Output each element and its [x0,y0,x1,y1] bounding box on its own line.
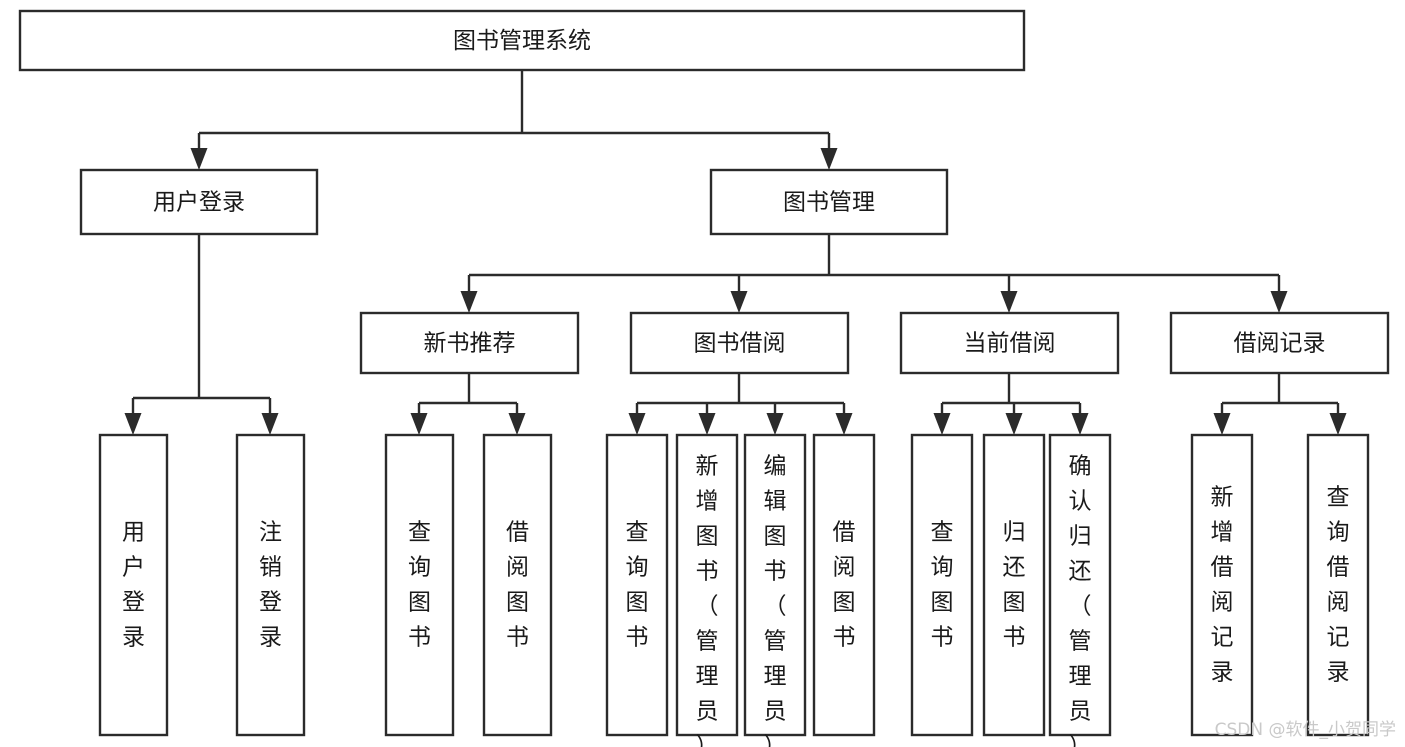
node-label-root: 图书管理系统 [453,28,591,54]
arrowhead-book-borrow-to-leaves-1 [698,413,716,435]
node-leaf-add-book[interactable]: 新增图书（管理员） [675,433,739,747]
arrowhead-current-borrow-to-leaves-1 [1005,413,1023,435]
connector-current-borrow-to-leaves [933,373,1089,435]
arrowhead-current-borrow-to-leaves-2 [1071,413,1089,435]
arrowhead-book-manage-to-level2-3 [1270,291,1288,313]
node-box-current-borrow[interactable] [899,311,1120,375]
node-user-login[interactable]: 用户登录 [79,168,319,236]
node-label-current-borrow: 当前借阅 [964,331,1056,357]
arrowhead-root-to-level1-0 [190,148,208,170]
node-label-leaf-logout: 注销登录 [259,519,282,650]
node-leaf-query-record[interactable]: 查询借阅记录 [1306,433,1370,737]
arrowhead-user-login-to-leaves-1 [261,413,279,435]
node-label-leaf-add-record: 新增借阅记录 [1211,484,1234,685]
node-current-borrow[interactable]: 当前借阅 [899,311,1120,375]
node-layer: 图书管理系统用户登录图书管理新书推荐图书借阅当前借阅借阅记录用户登录注销登录查询… [18,9,1390,747]
node-box-leaf-borrow-book-2[interactable] [812,433,876,737]
node-box-leaf-confirm-return[interactable] [1048,433,1112,737]
node-box-leaf-query-record[interactable] [1306,433,1370,737]
arrowhead-book-borrow-to-leaves-2 [766,413,784,435]
connector-book-manage-to-level2 [460,234,1288,313]
node-leaf-borrow-book-1[interactable]: 借阅图书 [482,433,553,737]
node-box-leaf-query-book-1[interactable] [384,433,455,737]
arrowhead-book-manage-to-level2-2 [1000,291,1018,313]
node-label-new-book-rec: 新书推荐 [424,331,516,357]
connector-layer [124,70,1347,435]
connector-new-book-rec-to-leaves [410,373,526,435]
node-box-leaf-borrow-book-1[interactable] [482,433,553,737]
arrowhead-root-to-level1-1 [820,148,838,170]
node-box-book-manage[interactable] [709,168,949,236]
node-box-leaf-edit-book[interactable] [743,433,807,737]
node-root[interactable]: 图书管理系统 [18,9,1026,72]
node-leaf-add-record[interactable]: 新增借阅记录 [1190,433,1254,737]
node-book-manage[interactable]: 图书管理 [709,168,949,236]
node-label-leaf-confirm-return: 确认归还（管理员） [1069,453,1092,747]
node-label-leaf-query-book-1: 查询图书 [408,519,431,650]
node-box-leaf-add-book[interactable] [675,433,739,737]
node-box-new-book-rec[interactable] [359,311,580,375]
connector-user-login-to-leaves [124,234,279,435]
node-leaf-borrow-book-2[interactable]: 借阅图书 [812,433,876,737]
node-box-user-login[interactable] [79,168,319,236]
node-leaf-query-book-3[interactable]: 查询图书 [910,433,974,737]
node-label-book-manage: 图书管理 [783,190,875,216]
arrowhead-current-borrow-to-leaves-0 [933,413,951,435]
watermark-label: CSDN @软件_小贺同学 [1215,720,1396,740]
node-label-leaf-add-book: 新增图书（管理员） [696,453,719,747]
node-leaf-edit-book[interactable]: 编辑图书（管理员） [743,433,807,747]
connector-borrow-record-to-leaves [1213,373,1347,435]
node-label-leaf-query-book-2: 查询图书 [626,519,649,650]
node-label-leaf-borrow-book-1: 借阅图书 [506,519,529,650]
node-leaf-query-book-2[interactable]: 查询图书 [605,433,669,737]
arrowhead-user-login-to-leaves-0 [124,413,142,435]
node-leaf-query-book-1[interactable]: 查询图书 [384,433,455,737]
node-box-leaf-query-book-2[interactable] [605,433,669,737]
arrowhead-borrow-record-to-leaves-1 [1329,413,1347,435]
node-box-leaf-logout[interactable] [235,433,306,737]
node-label-leaf-query-record: 查询借阅记录 [1327,484,1350,685]
node-box-leaf-user-login[interactable] [98,433,169,737]
node-new-book-rec[interactable]: 新书推荐 [359,311,580,375]
connector-root-to-level1 [190,70,838,170]
node-box-book-borrow[interactable] [629,311,850,375]
node-label-leaf-return-book: 归还图书 [1003,519,1026,650]
node-leaf-logout[interactable]: 注销登录 [235,433,306,737]
node-box-leaf-add-record[interactable] [1190,433,1254,737]
node-leaf-user-login[interactable]: 用户登录 [98,433,169,737]
node-book-borrow[interactable]: 图书借阅 [629,311,850,375]
node-box-borrow-record[interactable] [1169,311,1390,375]
node-label-leaf-user-login: 用户登录 [122,519,145,650]
node-label-user-login: 用户登录 [153,190,245,216]
arrowhead-new-book-rec-to-leaves-1 [508,413,526,435]
node-borrow-record[interactable]: 借阅记录 [1169,311,1390,375]
node-box-leaf-return-book[interactable] [982,433,1046,737]
node-leaf-confirm-return[interactable]: 确认归还（管理员） [1048,433,1112,747]
node-label-leaf-edit-book: 编辑图书（管理员） [764,453,787,747]
arrowhead-book-manage-to-level2-1 [730,291,748,313]
node-box-leaf-query-book-3[interactable] [910,433,974,737]
arrowhead-book-borrow-to-leaves-0 [628,413,646,435]
node-label-leaf-query-book-3: 查询图书 [931,519,954,650]
arrowhead-book-borrow-to-leaves-3 [835,413,853,435]
connector-book-borrow-to-leaves [628,373,853,435]
arrowhead-new-book-rec-to-leaves-0 [410,413,428,435]
node-box-root[interactable] [18,9,1026,72]
node-label-leaf-borrow-book-2: 借阅图书 [833,519,856,650]
arrowhead-borrow-record-to-leaves-0 [1213,413,1231,435]
arrowhead-book-manage-to-level2-0 [460,291,478,313]
node-label-book-borrow: 图书借阅 [694,331,786,357]
node-label-borrow-record: 借阅记录 [1234,331,1326,357]
node-leaf-return-book[interactable]: 归还图书 [982,433,1046,737]
